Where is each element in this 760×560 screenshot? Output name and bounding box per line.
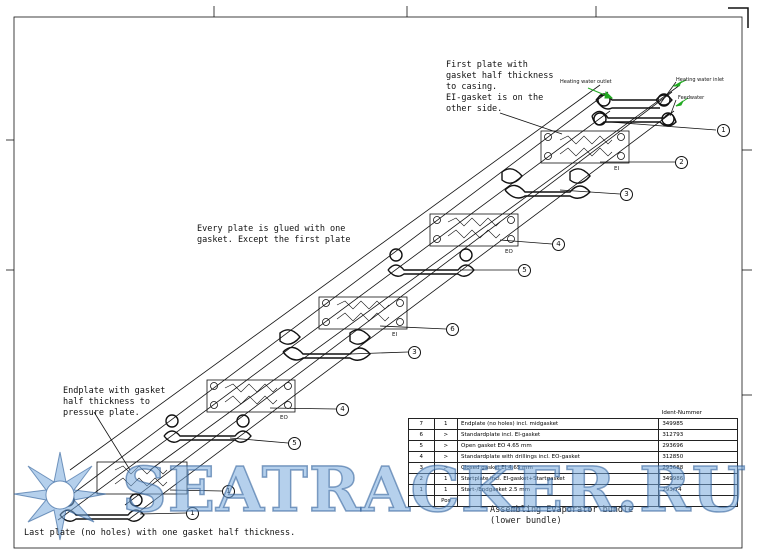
row-desc [457,495,660,507]
corner-mark [728,7,749,28]
position-bubble: 5 [288,437,301,450]
parts-list-row: 1 1 Start-/Endgasket 2.5 mm 293/74 [408,484,738,496]
plate-label: EI [392,332,398,338]
row-pos: 5 [408,440,435,452]
parts-list-row: 3 > Closed gasket EI 4.65 mm 293688 [408,462,738,474]
parts-list-row: 5 > Open gasket EO 4.65 mm 293696 [408,440,738,452]
row-qty: > [433,440,459,452]
plate-ei-middle [318,296,408,330]
parts-list-row: 6 > Standardplate incl. EI-gasket 312793 [408,429,738,441]
position-bubble: 2 [675,156,688,169]
label-feedwater: Feedwater [678,95,705,101]
plate-eo-lower [206,379,296,413]
row-ident [658,495,738,507]
guide-line [149,84,681,471]
note-last-plate: Last plate (no holes) with one gasket ha… [24,528,296,538]
plate-label: EO [505,249,513,255]
ident-header: Ident-Nummer [661,410,702,416]
position-bubble: 3 [620,188,633,201]
endplate [96,461,188,495]
position-bubble: 3 [408,346,421,359]
row-desc: Endplate (no holes) incl. midgasket [457,418,660,430]
row-desc: Open gasket EO 4.65 mm [457,440,660,452]
row-ident: 312793 [658,429,738,441]
gasket-ei-middle [279,329,371,361]
row-pos: 6 [408,429,435,441]
parts-list-header: Ident-Nummer [409,408,738,419]
position-bubble: 6 [446,323,459,336]
position-bubble: 1 [717,124,730,137]
gasket-2 [501,168,591,199]
row-qty: 1 [433,418,459,430]
plate-ei-top [540,130,630,164]
row-qty: > [433,429,459,441]
row-pos [408,495,435,507]
gasket-eo-lower [163,414,252,443]
label-heating-water-inlet: Heating water inlet [676,77,725,83]
gasket-top [591,93,677,127]
parts-list-row: 7 1 Endplate (no holes) incl. midgasket … [408,418,738,430]
plate-eo-upper [429,213,519,247]
row-ident: 349985 [658,418,738,430]
row-desc: Standardplate incl. EI-gasket [457,429,660,441]
position-bubble: 4 [552,238,565,251]
guide-line [69,84,601,471]
parts-list-row: 4 > Standardplate with drillings incl. E… [408,451,738,463]
position-bubble: 1 [222,485,235,498]
row-pos: 4 [408,451,435,463]
plate-label: EO [280,415,288,421]
note-first-plate: First plate with gasket half thickness t… [446,60,554,114]
position-bubble: 1 [186,507,199,520]
guide-line [57,91,609,506]
row-ident: 293696 [658,440,738,452]
flow-arrows [587,79,689,107]
guide-line [127,110,675,521]
position-bubble: 5 [518,264,531,277]
watermark-logo [13,451,107,541]
drawing-border [13,16,743,549]
position-bubble: 4 [336,403,349,416]
label-heating-water-outlet: Heating water outlet [560,79,612,85]
drawing-title: Assembling Evaporator bundle (lower bund… [490,505,634,526]
watermark-text: SEATRACKER.RU [121,452,747,527]
parts-list: Ident-Nummer 7 1 Endplate (no holes) inc… [408,408,738,542]
parts-list-row: Pos [408,495,738,507]
row-pos: 7 [408,418,435,430]
plate-label: EI [614,166,620,172]
note-endplate: Endplate with gasket half thickness to p… [63,386,166,418]
note-every-plate: Every plate is glued with one gasket. Ex… [197,224,351,245]
gasket-eo-upper [387,248,475,277]
